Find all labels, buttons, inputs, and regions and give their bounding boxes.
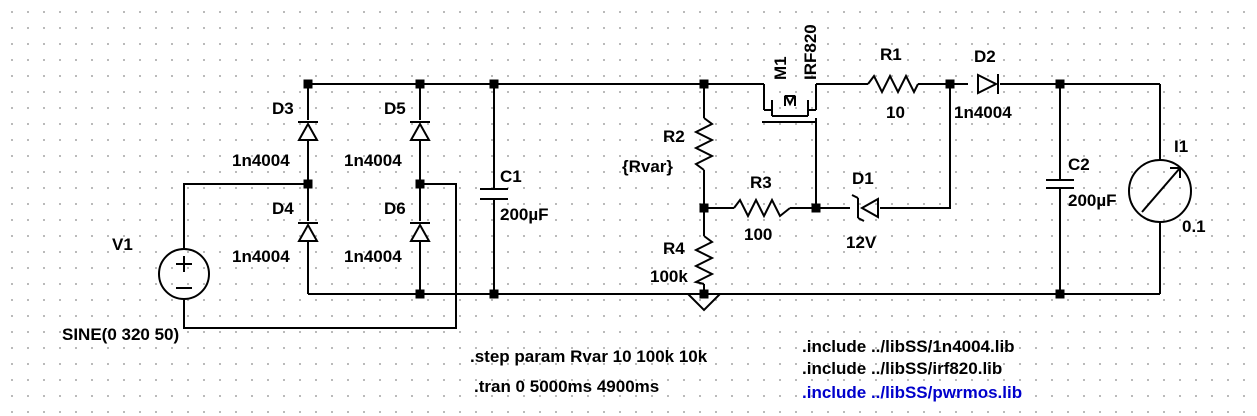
resistor-r3[interactable] <box>733 197 791 219</box>
r2-value: {Rvar} <box>622 157 673 176</box>
r4-ref: R4 <box>663 239 685 258</box>
include-directive-1[interactable]: .include ../libSS/1n4004.lib <box>802 337 1015 356</box>
wires <box>183 83 1161 329</box>
d3-ref: D3 <box>272 99 294 118</box>
step-directive[interactable]: .step param Rvar 10 100k 10k <box>470 347 708 366</box>
d6-ref: D6 <box>384 199 406 218</box>
diode-d5[interactable] <box>409 121 431 141</box>
r4-value: 100k <box>650 267 688 286</box>
mosfet-m1[interactable] <box>762 95 817 123</box>
i1-ref: I1 <box>1174 137 1188 156</box>
tran-directive[interactable]: .tran 0 5000ms 4900ms <box>474 377 659 396</box>
c2-ref: C2 <box>1068 155 1090 174</box>
r2-ref: R2 <box>663 127 685 146</box>
resistor-r4[interactable] <box>693 235 715 285</box>
d1-value: 12V <box>846 233 877 252</box>
ground-symbol <box>685 293 723 312</box>
d1-ref: D1 <box>852 169 874 188</box>
v1-value: SINE(0 320 50) <box>62 325 179 344</box>
capacitor-c2[interactable] <box>1046 179 1074 189</box>
d5-value: 1n4004 <box>344 151 402 170</box>
d6-value: 1n4004 <box>344 247 402 266</box>
d5-ref: D5 <box>384 99 406 118</box>
d4-value: 1n4004 <box>232 247 290 266</box>
diode-d4[interactable] <box>297 222 319 242</box>
m1-ref: M1 <box>771 56 790 80</box>
resistor-r1[interactable] <box>867 73 919 95</box>
current-source-i1[interactable] <box>1128 159 1192 223</box>
d4-ref: D4 <box>272 199 294 218</box>
diode-d2[interactable] <box>977 73 999 95</box>
voltage-source-v1[interactable] <box>158 248 210 300</box>
include-directive-3[interactable]: .include ../libSS/pwrmos.lib <box>802 383 1022 402</box>
r1-ref: R1 <box>880 45 902 64</box>
include-directive-2[interactable]: .include ../libSS/irf820.lib <box>802 359 1002 378</box>
c1-value: 200µF <box>500 205 549 224</box>
c2-value: 200µF <box>1068 191 1117 210</box>
d2-ref: D2 <box>974 47 996 66</box>
resistor-r2[interactable] <box>693 117 715 171</box>
r1-value: 10 <box>886 103 905 122</box>
d3-value: 1n4004 <box>232 151 290 170</box>
m1-value: IRF820 <box>801 24 820 80</box>
i1-value: 0.1 <box>1182 217 1206 236</box>
capacitor-c1[interactable] <box>480 188 508 200</box>
r3-value: 100 <box>744 225 772 244</box>
diode-d6[interactable] <box>409 222 431 242</box>
diode-d3[interactable] <box>297 121 319 141</box>
r3-ref: R3 <box>750 173 772 192</box>
d2-value: 1n4004 <box>954 103 1012 122</box>
c1-ref: C1 <box>500 167 522 186</box>
zener-diode-d1[interactable] <box>851 194 879 222</box>
v1-ref: V1 <box>112 235 133 254</box>
